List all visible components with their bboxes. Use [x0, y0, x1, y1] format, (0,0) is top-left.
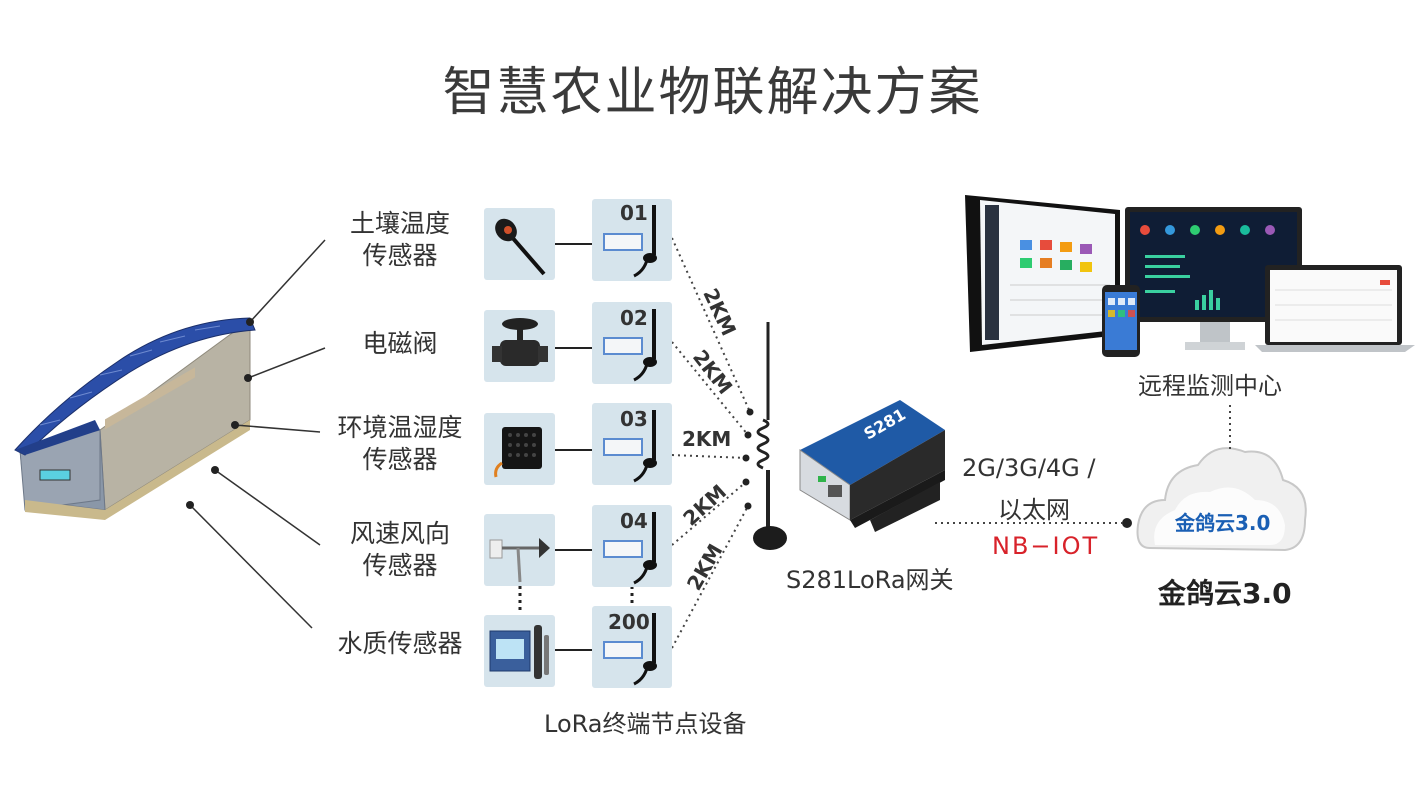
cloud-name: 金鸽云3.0	[1158, 577, 1292, 610]
cloud-inner-label: 金鸽云3.0	[1175, 511, 1271, 535]
link-label-line2: 以太网	[998, 496, 1070, 524]
node-number: 04	[620, 509, 648, 533]
link-label-nbiot: NB−IOT	[992, 532, 1100, 560]
sensor-node-links	[555, 243, 592, 651]
wind-sensor-image	[484, 514, 555, 586]
greenhouse-illustration	[14, 317, 256, 520]
link-label-line1: 2G/3G/4G /	[962, 454, 1096, 482]
distance-label: 2KM	[682, 427, 732, 451]
sensor-label-soil-temp: 土壤温度 传感器	[315, 208, 485, 272]
soil-temp-sensor-image	[484, 208, 555, 280]
sensor-label-env-temp-humidity: 环境温湿度 传感器	[315, 412, 485, 476]
radio-links	[671, 237, 751, 649]
lora-node-04: 04	[592, 505, 672, 587]
sensor-label-water-quality: 水质传感器	[315, 628, 485, 660]
node-number: 200	[608, 610, 650, 634]
gateway-antenna	[753, 322, 787, 550]
solenoid-valve-image	[484, 310, 555, 382]
sensor-label-wind: 风速风向 传感器	[315, 518, 485, 582]
monitor-devices-illustration	[965, 195, 1415, 357]
node-number: 02	[620, 306, 648, 330]
sensor-label-line2: 传感器	[362, 445, 438, 474]
sensor-label-line1: 环境温湿度	[337, 413, 463, 442]
node-number: 03	[620, 407, 648, 431]
lora-node-03: 03	[592, 403, 672, 485]
monitor-caption: 远程监测中心	[1138, 372, 1282, 400]
cloud-icon	[1136, 447, 1307, 552]
sensor-label-line2: 传感器	[362, 551, 438, 580]
gateway-caption: S281LoRa网关	[786, 566, 954, 594]
sensor-label-line1: 电磁阀	[362, 329, 438, 358]
lora-node-01: 01	[592, 199, 672, 281]
page-title: 智慧农业物联解决方案	[442, 63, 983, 123]
gateway-device: S281	[799, 400, 945, 532]
leader-lines	[189, 239, 326, 629]
sensor-label-line2: 传感器	[362, 241, 438, 270]
sensor-label-solenoid-valve: 电磁阀	[315, 328, 485, 360]
sensor-label-line1: 水质传感器	[337, 629, 463, 658]
lora-node-200: 200	[592, 606, 672, 688]
sensor-label-line1: 风速风向	[349, 519, 450, 548]
node-caption: LoRa终端节点设备	[544, 710, 747, 738]
env-sensor-image	[484, 413, 555, 485]
node-number: 01	[620, 201, 648, 225]
sensor-label-line1: 土壤温度	[349, 209, 450, 238]
water-quality-sensor-image	[484, 615, 555, 687]
lora-node-02: 02	[592, 302, 672, 384]
